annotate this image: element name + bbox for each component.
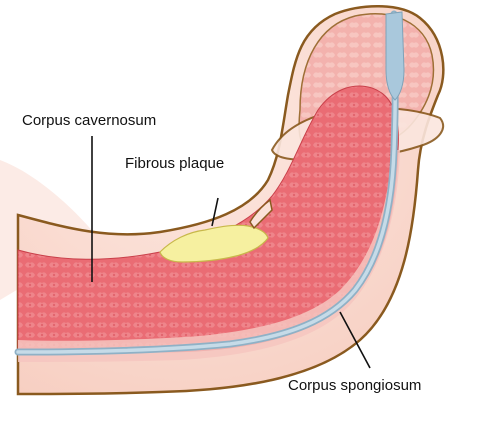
label-corpus-cavernosum: Corpus cavernosum (22, 112, 156, 129)
urethra-meatus (386, 12, 404, 100)
label-fibrous-plaque: Fibrous plaque (125, 155, 224, 172)
label-corpus-spongiosum: Corpus spongiosum (288, 377, 421, 394)
